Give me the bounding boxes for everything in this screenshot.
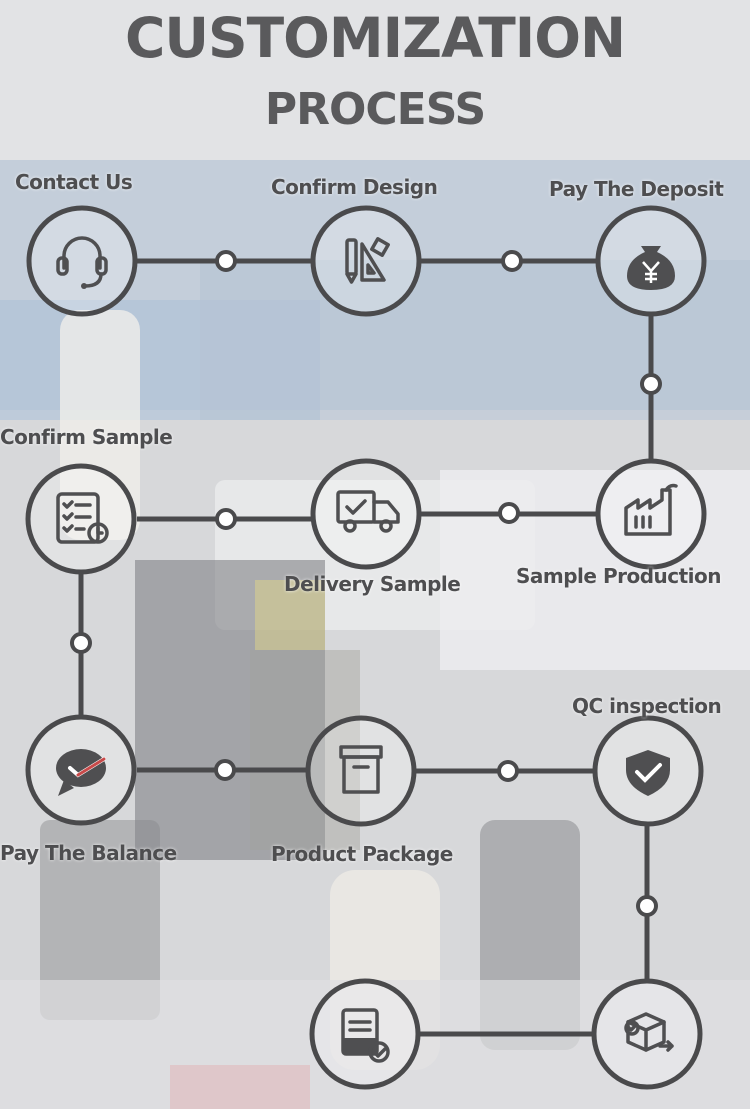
headset-icon (56, 236, 108, 289)
step-delivery-sample (310, 458, 422, 570)
label-delivery-sample: Delivery Sample (284, 572, 461, 596)
payment-check-icon (56, 749, 106, 796)
money-bag-yen-icon (627, 246, 675, 290)
step-qc-inspection (592, 715, 704, 827)
shield-check-icon (626, 750, 670, 796)
label-contact-us: Contact Us (15, 170, 133, 194)
connector-lines (78, 258, 654, 1037)
box-delivery-icon (624, 1012, 674, 1052)
label-sample-production: Sample Production (516, 564, 722, 588)
step-product-package (305, 715, 417, 827)
step-document-check (309, 978, 421, 1090)
label-pay-the-balance: Pay The Balance (0, 841, 177, 865)
label-product-package: Product Package (271, 842, 453, 866)
label-confirm-design: Confirm Design (271, 175, 438, 199)
step-confirm-design (310, 205, 422, 317)
label-pay-the-deposit: Pay The Deposit (549, 177, 724, 201)
step-box-delivery (591, 978, 703, 1090)
delivery-truck-icon (336, 490, 400, 533)
step-confirm-sample (25, 463, 137, 575)
design-tools-icon (345, 237, 390, 284)
factory-icon (624, 483, 678, 536)
checklist-icon (56, 492, 109, 544)
package-box-icon (339, 745, 383, 794)
title-line-2: PROCESS (264, 84, 486, 135)
label-qc-inspection: QC inspection (572, 694, 722, 718)
connector-dots (70, 250, 662, 917)
step-contact-us (26, 205, 138, 317)
document-check-icon (341, 1008, 390, 1063)
step-pay-the-balance (25, 714, 137, 826)
label-confirm-sample: Confirm Sample (0, 425, 173, 449)
step-sample-production (595, 458, 707, 570)
step-pay-the-deposit (595, 205, 707, 317)
title-line-1: CUSTOMIZATION (124, 6, 626, 70)
